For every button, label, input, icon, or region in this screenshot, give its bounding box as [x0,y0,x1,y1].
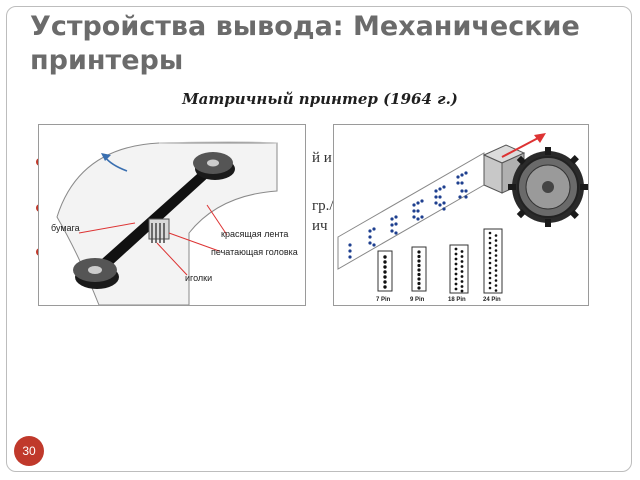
pin-label-9: 9 Pin [410,297,425,303]
pin-label-24: 24 Pin [483,297,501,303]
slide-subtitle: Матричный принтер (1964 г.) [182,90,458,108]
background-text-line-1: й и [312,150,332,166]
background-text-line-3: ич [312,218,328,234]
pin-label-7: 7 Pin [376,297,391,303]
label-paper: бумага [51,223,80,233]
label-needles: иголки [185,273,212,283]
background-text-line-2: гр./ [312,198,334,214]
label-print-head: печатающая головка [211,247,298,257]
printer-mechanism-figure: бумага красящая лента печатающая головка… [38,124,306,306]
dot-matrix-figure: 7 Pin 9 Pin 18 Pin 24 Pin [333,124,589,306]
label-ribbon: красящая лента [221,229,288,239]
pin-label-18: 18 Pin [448,297,466,303]
slide-title: Устройства вывода: Механические принтеры [30,11,580,76]
page-number-badge: 30 [14,436,44,466]
